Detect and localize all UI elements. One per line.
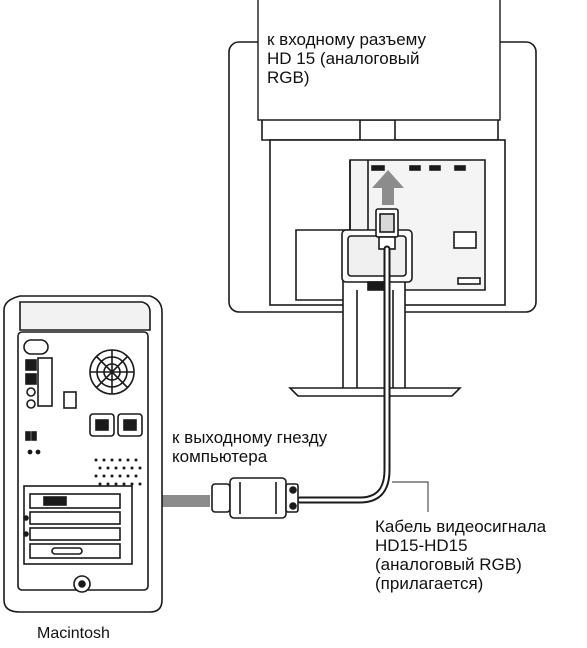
vent-grille [94,458,142,486]
monitor-input-label: к входному разъему HD 15 (аналоговый RGB… [267,30,427,87]
monitor-plug [375,208,399,250]
arrow-up-icon [372,170,404,205]
cable-callout-line [392,481,429,512]
computer-output-label: к выходному гнезду компьютера [172,428,328,466]
computer-name-label: Macintosh [37,625,110,642]
cable-label: Кабель видеосигнала HD15-HD15 (аналоговы… [375,517,547,593]
label-sheet [257,0,501,121]
computer-plug [211,477,299,519]
macintosh-rear [3,295,163,613]
